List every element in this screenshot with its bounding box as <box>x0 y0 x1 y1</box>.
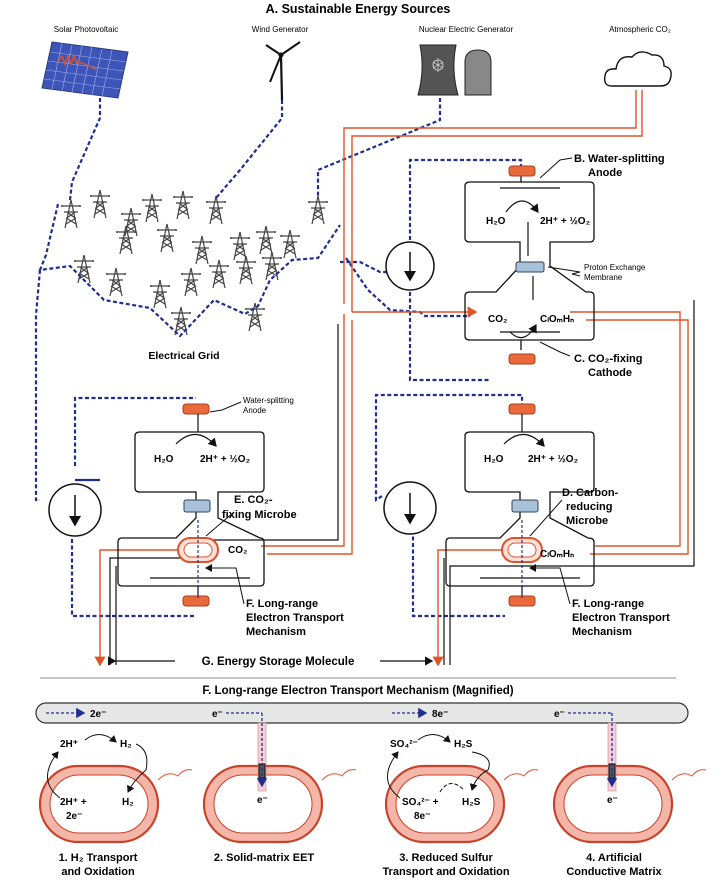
source-label-co2: Atmospheric CO₂ <box>609 25 671 34</box>
p3-so4: SO₄²⁻ <box>390 739 418 750</box>
cell-d-microbe-label-3: Microbe <box>566 515 608 527</box>
panel-3-caption: 3. Reduced Sulfur <box>399 852 493 864</box>
cell-b-product: CₗOₘHₙ <box>540 314 574 325</box>
cell-e-transport-label: F. Long-range <box>246 598 318 610</box>
panel-4-caption-2: Conductive Matrix <box>566 866 662 878</box>
co2-supply-lines <box>94 90 689 667</box>
diagram-title: A. Sustainable Energy Sources <box>266 2 451 16</box>
cell-b-cathode-label-2: Cathode <box>588 367 632 379</box>
p2-e: e⁻ <box>257 795 268 806</box>
cell-e-bottom-electrode <box>182 595 210 607</box>
cell-e-anode-label: Water-splitting <box>243 396 294 405</box>
source-label-wind: Wind Generator <box>252 25 309 34</box>
cell-e-microbe-label-2: fixing Microbe <box>222 509 297 521</box>
cell-d-transport-label-2: Electron Transport <box>572 612 670 624</box>
source-label-solar: Solar Photovoltaic <box>54 25 118 34</box>
electron-label-8e: 8e⁻ <box>432 709 448 720</box>
cell-d-reactor <box>445 431 595 587</box>
p3-h2s: H₂S <box>454 739 473 750</box>
cell-e-h2o: H₂O <box>154 454 174 465</box>
storage-label: G. Energy Storage Molecule <box>202 656 355 668</box>
panel-1-caption: 1. H₂ Transport <box>59 852 138 864</box>
conductive-bar <box>35 702 689 724</box>
nuclear-plant-icon <box>417 44 492 96</box>
cell-e-co2: CO₂ <box>228 545 247 556</box>
cell-b-cathode-label: C. CO₂-fixing <box>574 353 642 365</box>
cell-b-anode-label: B. Water-splitting <box>574 153 665 165</box>
p4-e: e⁻ <box>607 795 618 806</box>
cell-b-anode-label-2: Anode <box>588 167 622 179</box>
electron-label-2e: 2e⁻ <box>90 709 106 720</box>
cell-b-co2: CO₂ <box>488 314 507 325</box>
p1-hplus: 2H⁺ <box>60 739 78 750</box>
cell-b-pem <box>515 261 545 273</box>
cell-b-pem-label-2: Membrane <box>584 273 623 282</box>
cell-e-transport-label-3: Mechanism <box>246 626 306 638</box>
source-label-nuclear: Nuclear Electric Generator <box>419 25 514 34</box>
cell-b-products: 2H⁺ + ½O₂ <box>540 216 590 227</box>
cell-b-h2o: H₂O <box>486 216 506 227</box>
cell-d-anode-electrode <box>508 403 536 415</box>
p1-inner-h2: H₂ <box>122 797 134 808</box>
cell-d-h2o: H₂O <box>484 454 504 465</box>
panel-2-caption: 2. Solid-matrix EET <box>214 852 315 864</box>
cell-d-transport-label: F. Long-range <box>572 598 644 610</box>
cell-e-anode-label-2: Anode <box>243 406 267 415</box>
electron-label-e-b: e⁻ <box>554 709 565 720</box>
cell-e-products: 2H⁺ + ½O₂ <box>200 454 250 465</box>
power-wires <box>34 98 524 618</box>
bottom-title: F. Long-range Electron Transport Mechani… <box>202 685 513 697</box>
p1-h2: H₂ <box>120 739 132 750</box>
cell-e-microbe-label: E. CO₂- <box>234 494 273 506</box>
cell-d-product: CₗOₘHₙ <box>540 549 574 560</box>
power-source-icon <box>383 481 437 535</box>
cell-b-anode-electrode <box>508 165 536 177</box>
p3-inner-b: 8e⁻ <box>414 811 430 822</box>
cell-d-microbe-label-2: reducing <box>566 501 612 513</box>
cloud-icon <box>603 51 672 87</box>
cell-e-transport-label-2: Electron Transport <box>246 612 344 624</box>
cell-d-microbe-label: D. Carbon- <box>562 487 619 499</box>
panel-4-cell <box>552 713 707 844</box>
panel-2-cell <box>202 713 357 844</box>
p1-inner-a: 2H⁺ + <box>60 797 87 808</box>
cell-d-pem <box>511 499 539 513</box>
cell-d-products: 2H⁺ + ½O₂ <box>528 454 578 465</box>
cell-e-anode-electrode <box>182 403 210 415</box>
cell-b-pem-label: Proton Exchange <box>584 263 646 272</box>
grid-label: Electrical Grid <box>148 350 219 362</box>
solar-panel-icon <box>41 41 129 99</box>
electron-label-e-a: e⁻ <box>212 709 223 720</box>
cell-e-pem <box>183 499 211 513</box>
cell-e-reactor <box>117 431 265 587</box>
cell-d-transport-label-3: Mechanism <box>572 626 632 638</box>
panel-3-caption-2: Transport and Oxidation <box>382 866 509 878</box>
p1-inner-b: 2e⁻ <box>66 811 82 822</box>
cell-b-electrolyzer <box>464 172 595 350</box>
p3-inner-h2s: H₂S <box>462 797 481 808</box>
power-source-icon <box>385 241 435 291</box>
power-source-icon <box>48 483 102 537</box>
panel-1-caption-2: and Oxidation <box>61 866 135 878</box>
wind-turbine-icon <box>265 41 301 101</box>
cell-b-cathode-electrode <box>508 353 536 365</box>
panel-4-caption: 4. Artificial <box>586 852 642 864</box>
p3-inner-a: SO₄²⁻ + <box>402 797 439 808</box>
